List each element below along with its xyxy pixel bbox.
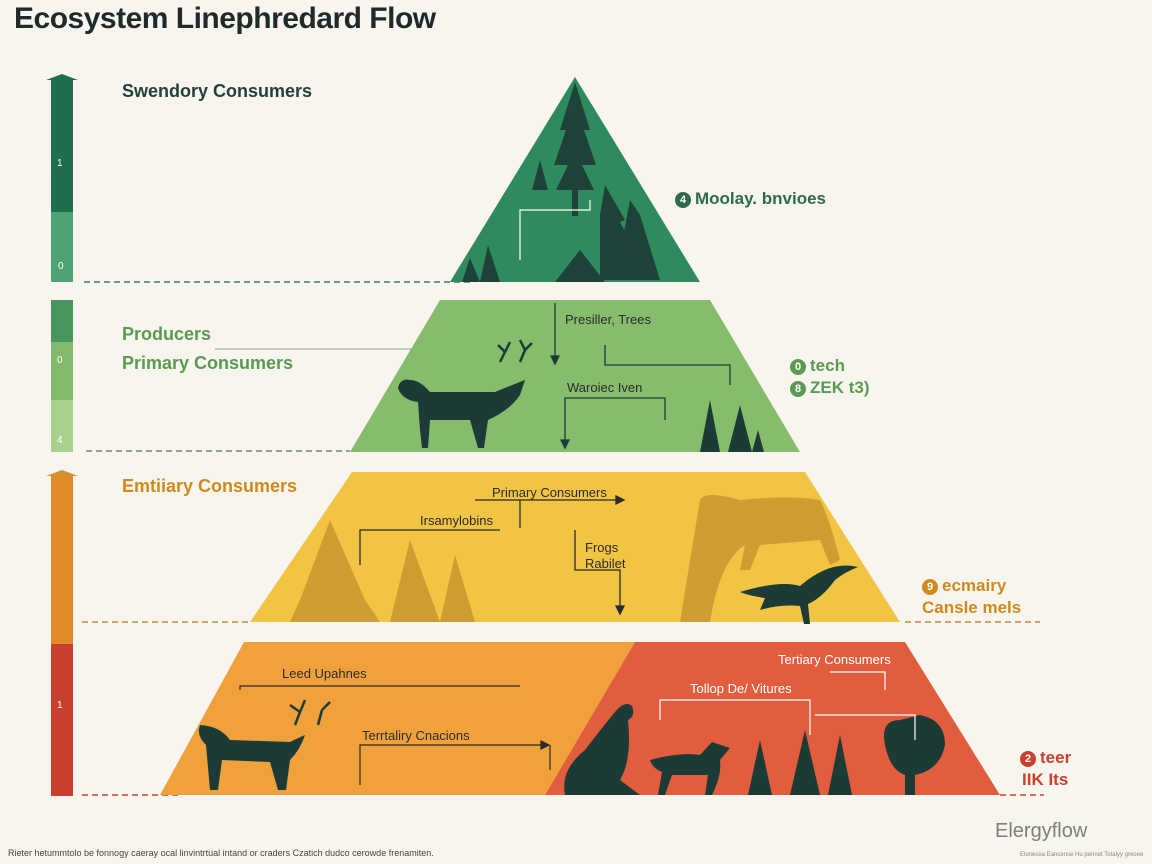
bar-num-second-1: 0 (57, 355, 63, 366)
bird-silhouette-third (740, 565, 858, 624)
right-label-top-text: Moolay. bnvioes (695, 189, 826, 208)
inner-label-primary-consumers: Primary Consumers (492, 485, 607, 500)
inner-label-presiller: Presiller, Trees (565, 312, 651, 327)
left-level-bar-second (51, 300, 73, 452)
number-badge: 4 (675, 192, 691, 208)
inner-label-irsamylobins: Irsamylobins (420, 513, 493, 528)
inner-label-waroiec: Waroiec Iven (567, 380, 643, 395)
inner-label-leed: Leed Upahnes (282, 666, 367, 681)
bar-num-top-1: 1 (57, 158, 63, 169)
right-label-third-2: Cansle mels (922, 598, 1022, 617)
right-label-second-1-text: tech (810, 356, 845, 375)
tree-silhouettes-top (462, 82, 660, 282)
bar-num-second-2: 4 (57, 435, 63, 446)
inner-label-tollop: Tollop De/ Vitures (690, 681, 792, 696)
left-label-swendory: Swendory Consumers (122, 81, 313, 101)
animal-silhouettes-bottom (198, 699, 945, 795)
animal-silhouettes-second (398, 339, 764, 452)
right-label-third-1-text: ecmairy (942, 576, 1007, 595)
brand-logo-text: Elergyflow (995, 820, 1088, 842)
left-level-bar-third (46, 470, 78, 796)
number-badge: 2 (1020, 751, 1036, 767)
number-badge: 9 (922, 579, 938, 595)
footer-caption: Rieter hetummtolo be fonnogy caeray ocal… (8, 848, 434, 858)
bar-num-bottom-1: 1 (57, 700, 63, 711)
inner-label-frogs: Frogs (585, 540, 619, 555)
right-label-bottom-1-text: teer (1040, 748, 1072, 767)
brand-subtitle: Elonecea Eancense Hu pennet Totalyy greo… (1020, 852, 1144, 858)
inner-label-rabilet: Rabilet (585, 556, 626, 571)
left-label-emtiiary: Emtiiary Consumers (122, 476, 298, 496)
number-badge: 0 (790, 359, 806, 375)
inner-label-terrtaliry: Terrtaliry Cnacions (362, 728, 470, 743)
right-label-bottom-2: IIK Its (1022, 770, 1069, 789)
left-label-producers: Producers (122, 324, 212, 344)
inner-label-tertiary: Tertiary Consumers (778, 652, 891, 667)
left-label-primary-consumers: Primary Consumers (122, 353, 294, 373)
tree-silhouettes-third (290, 495, 840, 622)
bar-num-top-2: 0 (58, 261, 64, 272)
page-title: Ecosystem Linephredard Flow (14, 2, 436, 35)
number-badge: 8 (790, 381, 806, 397)
right-label-second-2-text: ZEK t3) (810, 378, 870, 397)
pyramid-tier-bottom-right (545, 642, 1000, 795)
left-level-bar-top (46, 74, 78, 282)
